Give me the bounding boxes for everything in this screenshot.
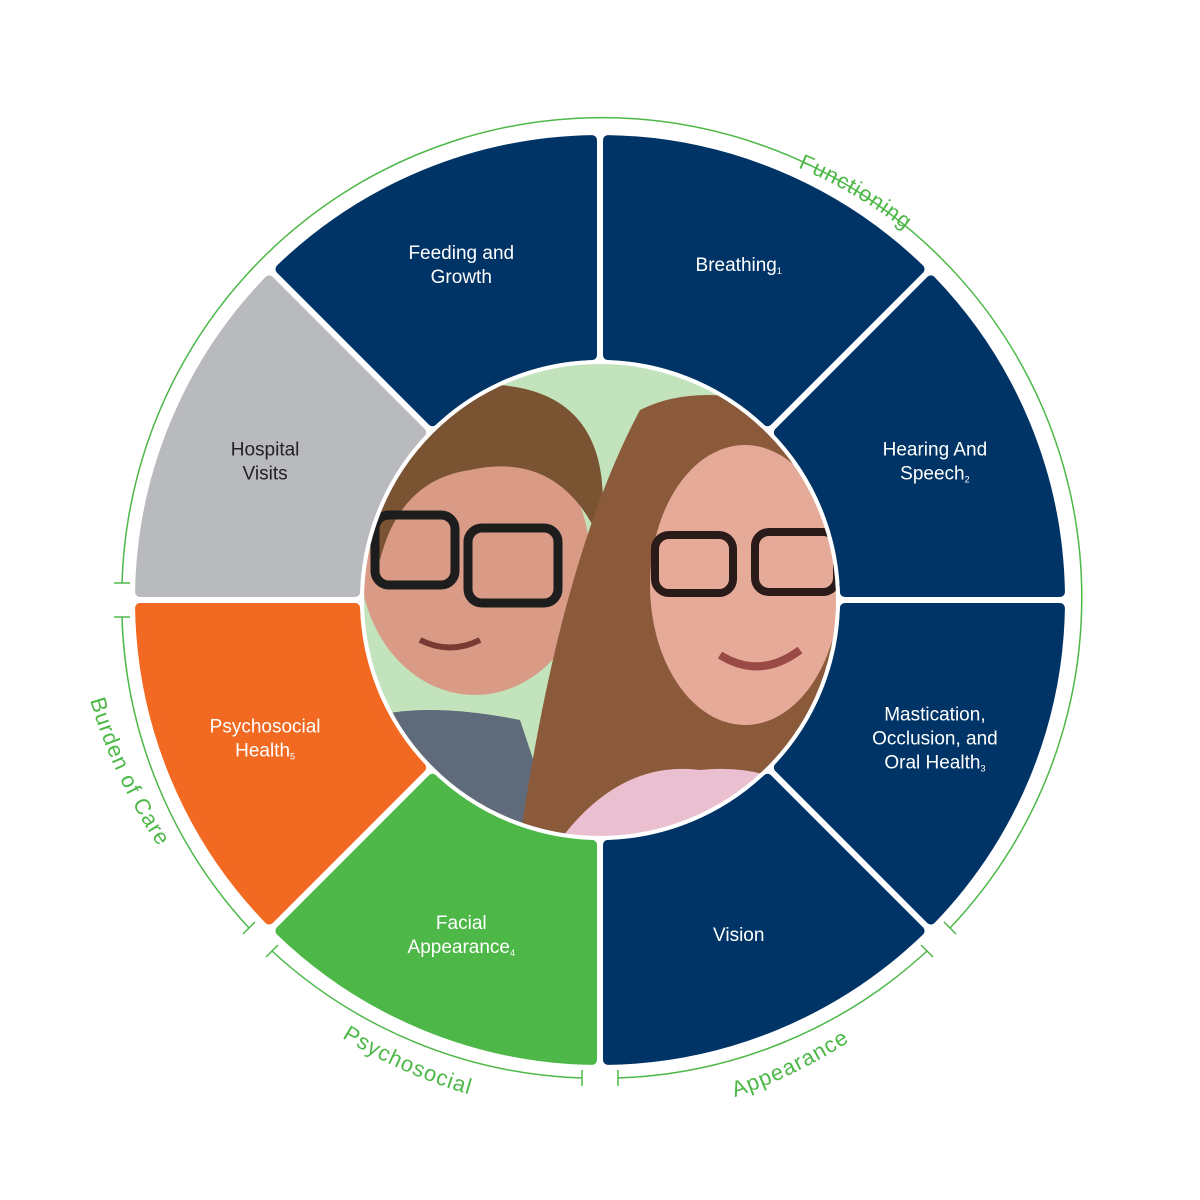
bracket-functioning [121,116,1083,929]
segment-facial [275,773,598,1065]
bracket-psychosocial [271,950,583,1079]
segment-vision [602,773,925,1065]
segment-label-vision: Vision [713,925,764,946]
segment-feeding [275,135,598,427]
center-photo [362,362,838,838]
segment-psychosocial-health [135,602,427,925]
category-brackets [114,116,1083,1086]
bracket-burden [121,616,250,929]
bracket-appearance [617,950,928,1079]
segment-hospital [135,275,427,598]
segment-mastication [773,602,1065,925]
segment-hearing [773,275,1065,598]
segment-breathing [602,135,925,427]
segment-label-breathing: Breathing1 [696,255,782,276]
